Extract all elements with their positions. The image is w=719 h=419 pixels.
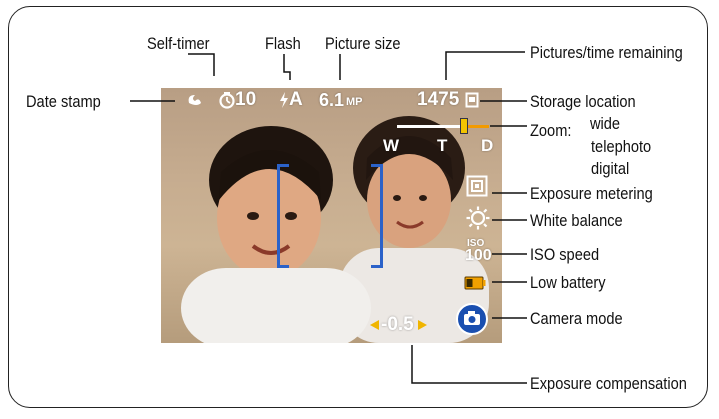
exposure-decrease-arrow-icon	[370, 320, 379, 330]
callout-zoom: Zoom:	[530, 121, 572, 140]
storage-card-icon	[465, 92, 479, 108]
callout-exposure-metering: Exposure metering	[530, 184, 653, 203]
camera-mode-icon	[456, 303, 488, 335]
zoom-thumb	[460, 118, 468, 134]
callout-white-balance: White balance	[530, 211, 623, 230]
zoom-digital-range	[466, 125, 489, 128]
callout-zoom-digital: digital	[591, 159, 630, 178]
callout-exposure-compensation: Exposure compensation	[530, 374, 687, 393]
flash-icon	[280, 92, 288, 108]
pictures-remaining-value: 1475	[417, 89, 460, 110]
callout-picture-size: Picture size	[325, 34, 401, 53]
iso-value: 100	[465, 247, 492, 264]
date-stamp-icon	[188, 95, 201, 105]
callout-self-timer: Self-timer	[147, 34, 210, 53]
iso-label: ISO	[467, 238, 485, 249]
lcd-preview: 10 A 6.1 MP 1475 W T D ISO 100	[161, 88, 502, 343]
white-balance-icon	[466, 206, 490, 230]
flash-mode-value: A	[289, 89, 303, 110]
self-timer-value: 10	[235, 89, 257, 110]
focus-bracket-right	[371, 164, 383, 268]
children-photo	[181, 116, 489, 343]
callout-low-battery: Low battery	[530, 273, 606, 292]
callout-storage-location: Storage location	[530, 92, 636, 111]
zoom-track	[397, 125, 489, 128]
callout-iso-speed: ISO speed	[530, 245, 600, 264]
focus-bracket-left	[277, 164, 289, 268]
callout-date-stamp: Date stamp	[26, 92, 101, 111]
callout-camera-mode: Camera mode	[530, 309, 623, 328]
exposure-increase-arrow-icon	[418, 320, 427, 330]
callout-flash: Flash	[265, 34, 301, 53]
picture-size-unit: MP	[346, 96, 363, 108]
zoom-d-label: D	[481, 136, 494, 155]
callout-zoom-telephoto: telephoto	[591, 137, 652, 156]
zoom-w-label: W	[383, 136, 400, 155]
diagram-frame	[8, 6, 708, 408]
self-timer-icon	[219, 92, 235, 109]
battery-icon	[464, 276, 486, 290]
picture-size-value: 6.1	[319, 90, 345, 110]
callout-zoom-wide: wide	[590, 114, 621, 133]
zoom-t-label: T	[437, 136, 448, 155]
metering-icon	[466, 175, 488, 197]
callout-pictures-remaining: Pictures/time remaining	[530, 43, 683, 62]
exposure-compensation-value: -0.5	[381, 314, 414, 335]
